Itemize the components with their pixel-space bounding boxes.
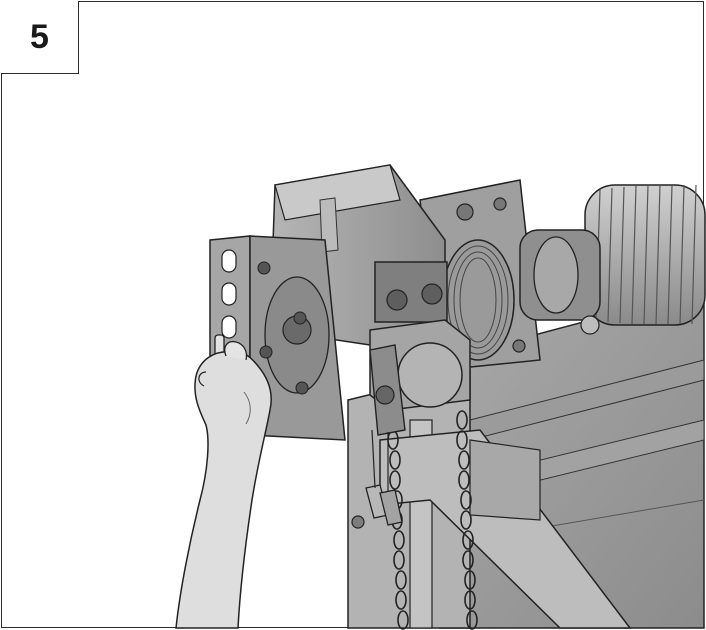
bolt-icon [386, 289, 408, 311]
bolt-icon [257, 261, 271, 275]
bolt-icon [421, 283, 443, 305]
torsion-spring [584, 184, 706, 326]
slot-icon [221, 315, 237, 339]
hand-arm [175, 340, 272, 629]
bolt-icon [456, 203, 474, 221]
bolt-icon [259, 345, 273, 359]
cable-drum [441, 239, 515, 361]
bolt-icon [295, 381, 309, 395]
release-handle-icon [379, 489, 403, 526]
hand-chain [365, 344, 478, 630]
bolt-icon [512, 339, 526, 353]
slot-icon [221, 282, 237, 306]
step-number: 5 [30, 17, 49, 56]
slot-icon [221, 249, 237, 273]
bolt-icon [351, 515, 365, 529]
step-number-box: 5 [1, 1, 79, 74]
bolt-icon [493, 197, 507, 211]
bolt-icon [293, 311, 307, 325]
